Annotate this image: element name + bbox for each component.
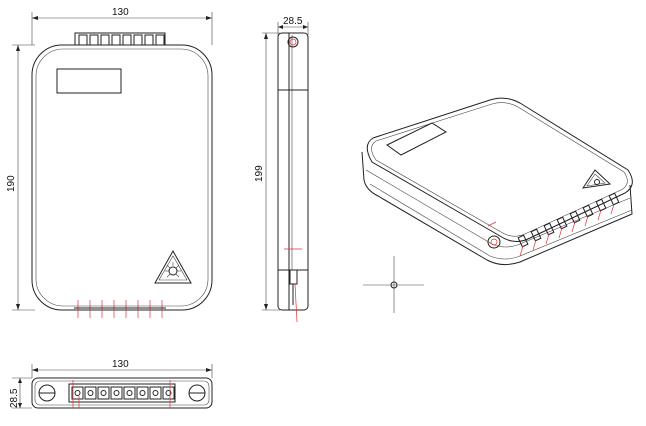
side-body-outline: [277, 32, 309, 311]
side-view: 28.5 199: [254, 16, 309, 323]
front-top-connectors: [74, 32, 166, 46]
side-height-label: 199: [254, 165, 265, 182]
bottom-width-dimension: 130: [31, 359, 213, 378]
bottom-depth-dimension: 28.5: [9, 377, 32, 409]
crosshair-icon: [363, 256, 424, 313]
bottom-body-outline: [31, 377, 213, 409]
bottom-width-label: 130: [112, 359, 129, 370]
bottom-view: 130 28.5: [9, 359, 213, 409]
front-bottom-outlets: [74, 300, 166, 318]
iso-top-face: [366, 97, 633, 242]
iso-connectors: [517, 192, 620, 257]
iso-warning-icon: [581, 169, 612, 189]
front-view: 130 190: [6, 7, 213, 318]
front-width-dimension: 130: [31, 7, 213, 45]
bottom-port-strip: [68, 383, 176, 403]
front-width-label: 130: [112, 7, 129, 18]
front-body-outline: [31, 44, 213, 311]
front-height-dimension: 190: [6, 44, 35, 311]
fiber-laser-warning-icon: [154, 249, 192, 284]
side-depth-dimension: 28.5: [277, 16, 309, 35]
bottom-depth-label: 28.5: [9, 388, 20, 408]
side-depth-label: 28.5: [283, 16, 303, 27]
isometric-view: [361, 97, 633, 266]
front-label-window: [56, 68, 122, 94]
side-height-dimension: 199: [254, 32, 280, 311]
front-height-label: 190: [6, 175, 17, 192]
iso-label-window: [386, 122, 448, 156]
